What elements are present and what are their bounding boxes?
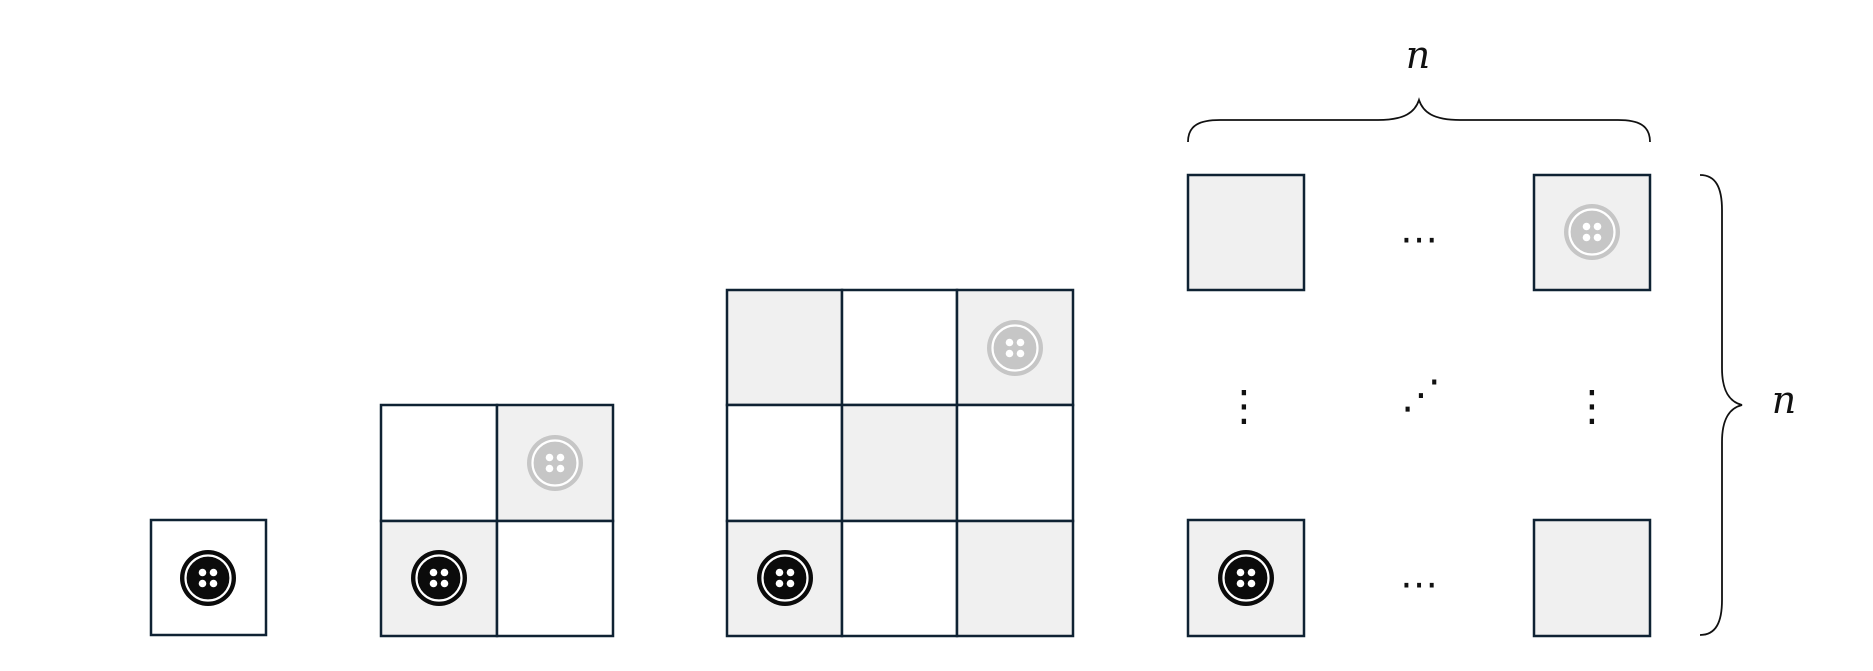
light-button-icon bbox=[525, 433, 585, 493]
grid-cell bbox=[840, 288, 959, 407]
grid-cell bbox=[495, 519, 615, 638]
dark-button-icon bbox=[1216, 548, 1276, 608]
grid-cell bbox=[725, 403, 844, 523]
diagonal-ellipsis: ⋰ bbox=[1401, 372, 1441, 418]
left-vertical-ellipsis: ⋮ bbox=[1223, 381, 1265, 430]
top-ellipsis: ⋯ bbox=[1400, 217, 1438, 261]
board-1x1 bbox=[149, 518, 268, 637]
corner-cell-bottom-right bbox=[1532, 518, 1652, 638]
board-2x2 bbox=[379, 403, 615, 638]
board-3x3 bbox=[725, 288, 1075, 638]
dark-button-icon bbox=[178, 548, 238, 608]
grid-cell bbox=[725, 288, 844, 407]
board-nxn: ⋯ ⋯ ⋮ ⋮ ⋰ n n bbox=[1186, 33, 1796, 638]
grid-cell bbox=[840, 519, 959, 638]
top-brace bbox=[1187, 97, 1651, 143]
right-brace bbox=[1699, 174, 1743, 636]
right-vertical-ellipsis: ⋮ bbox=[1571, 381, 1613, 430]
right-n-label: n bbox=[1772, 378, 1796, 422]
grid-cell bbox=[840, 403, 959, 523]
corner-cell-top-left bbox=[1186, 173, 1306, 292]
grid-cell bbox=[955, 403, 1075, 523]
dark-button-icon bbox=[755, 548, 815, 608]
light-button-icon bbox=[985, 318, 1045, 378]
light-button-icon bbox=[1562, 202, 1622, 262]
dark-button-icon bbox=[409, 548, 469, 608]
bottom-ellipsis: ⋯ bbox=[1400, 562, 1438, 606]
grid-cell bbox=[955, 519, 1075, 638]
top-n-label: n bbox=[1406, 33, 1430, 77]
grid-cell bbox=[379, 403, 499, 523]
